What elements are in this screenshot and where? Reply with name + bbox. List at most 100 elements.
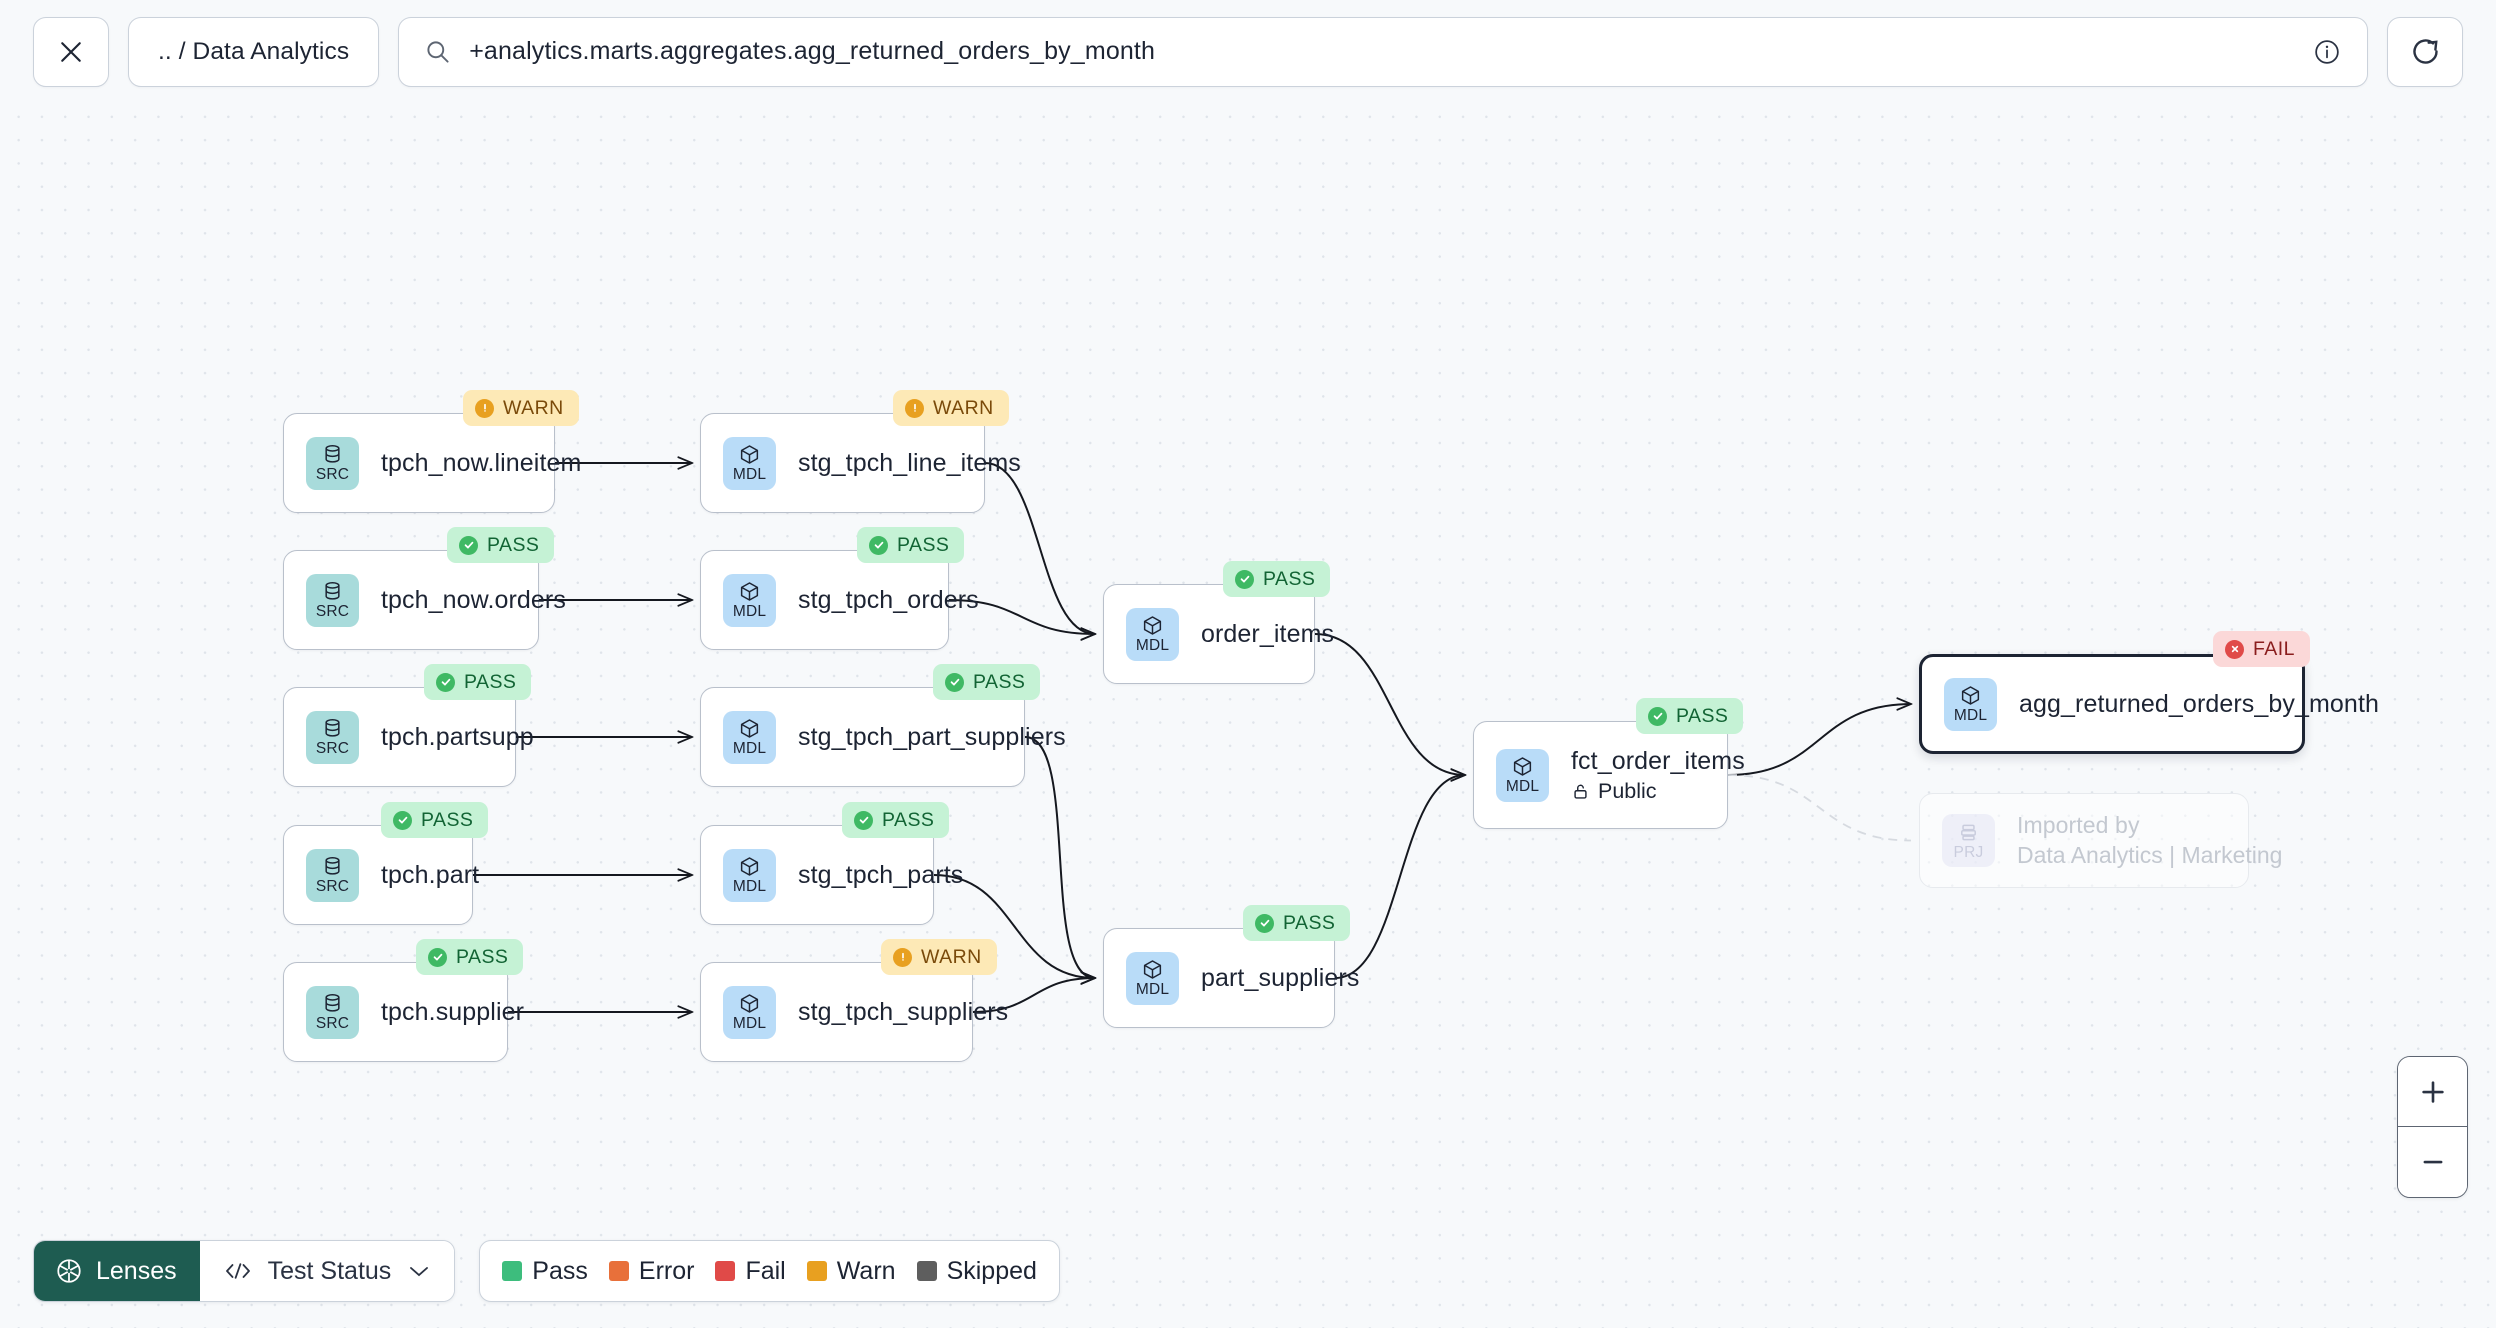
node-label: tpch.supplier bbox=[381, 997, 525, 1026]
node-body: tpch_now.lineitem bbox=[381, 449, 581, 478]
info-icon[interactable] bbox=[2313, 38, 2341, 66]
status-dot-icon bbox=[893, 947, 912, 967]
graph-node-tpch_supplier[interactable]: SRC tpch.supplier bbox=[283, 962, 524, 1062]
status-dot-icon bbox=[2225, 639, 2244, 659]
cube-icon bbox=[740, 582, 759, 602]
status-badge-stg_tpch_orders[interactable]: PASS bbox=[857, 527, 965, 563]
status-badge-label: WARN bbox=[921, 945, 982, 968]
node-type-chip-src: SRC bbox=[306, 573, 359, 627]
legend-item-pass[interactable]: Pass bbox=[502, 1257, 588, 1286]
close-button[interactable] bbox=[33, 16, 109, 87]
legend-label: Fail bbox=[745, 1256, 786, 1285]
lenses-button[interactable]: Lenses bbox=[34, 1241, 200, 1301]
status-badge-part_suppliers[interactable]: PASS bbox=[1243, 905, 1351, 941]
status-badge-tpch_supplier[interactable]: PASS bbox=[416, 939, 524, 975]
status-badge-stg_tpch_part_suppliers[interactable]: PASS bbox=[933, 664, 1041, 700]
test-status-dropdown[interactable]: Test Status bbox=[199, 1241, 455, 1301]
unlock-icon bbox=[1574, 784, 1587, 799]
legend-item-skipped[interactable]: Skipped bbox=[916, 1257, 1037, 1286]
node-visibility-label: Public bbox=[1598, 778, 1657, 803]
zoom-in-button[interactable] bbox=[2398, 1057, 2467, 1127]
node-subtitle: Data Analytics | Marketing bbox=[2017, 842, 2283, 868]
status-dot-icon bbox=[428, 947, 447, 967]
database-icon bbox=[325, 445, 340, 463]
refresh-button[interactable] bbox=[2387, 16, 2463, 87]
status-badge-stg_tpch_parts[interactable]: PASS bbox=[842, 802, 950, 838]
node-type-code: PRJ bbox=[1953, 843, 1984, 861]
node-type-code: SRC bbox=[315, 878, 350, 896]
status-badge-stg_tpch_line_items[interactable]: WARN bbox=[893, 390, 1009, 426]
node-type-chip-mdl: MDL bbox=[723, 710, 776, 764]
status-badge-tpch_now_orders[interactable]: PASS bbox=[447, 527, 555, 563]
legend-item-fail[interactable]: Fail bbox=[715, 1256, 786, 1286]
status-badge-tpch_partsupp[interactable]: PASS bbox=[424, 664, 532, 700]
code-icon bbox=[225, 1263, 250, 1279]
check-icon bbox=[1260, 919, 1269, 927]
status-badge-label: PASS bbox=[421, 808, 474, 831]
node-label: stg_tpch_parts bbox=[798, 860, 964, 889]
status-badge-label: WARN bbox=[933, 396, 994, 419]
cube-icon bbox=[740, 994, 759, 1014]
node-type-chip-mdl: MDL bbox=[723, 985, 776, 1039]
graph-node-stg_tpch_parts[interactable]: MDL stg_tpch_parts bbox=[700, 825, 963, 925]
status-badge-fct_order_items[interactable]: PASS bbox=[1636, 698, 1744, 734]
legend-item-warn[interactable]: Warn bbox=[806, 1257, 896, 1286]
x-icon bbox=[2231, 645, 2238, 653]
graph-node-stg_tpch_orders[interactable]: MDL stg_tpch_orders bbox=[700, 550, 979, 650]
status-badge-label: FAIL bbox=[2253, 637, 2295, 660]
status-badge-order_items[interactable]: PASS bbox=[1223, 561, 1331, 597]
node-label: stg_tpch_part_suppliers bbox=[798, 722, 1066, 751]
status-badge-label: PASS bbox=[882, 808, 935, 831]
node-body: tpch.partsupp bbox=[381, 723, 534, 752]
graph-node-tpch_part[interactable]: SRC tpch.part bbox=[283, 825, 479, 925]
node-label: tpch.partsupp bbox=[381, 722, 534, 751]
node-type-code: SRC bbox=[315, 740, 350, 758]
test-status-label: Test Status bbox=[267, 1256, 392, 1285]
zoom-out-button[interactable] bbox=[2398, 1127, 2467, 1197]
node-type-chip-src: SRC bbox=[306, 985, 359, 1039]
status-dot-icon bbox=[945, 672, 964, 692]
node-type-code: MDL bbox=[1505, 778, 1540, 796]
breadcrumb[interactable]: .. / Data Analytics bbox=[128, 16, 380, 87]
status-badge-agg_returned_orders_by_month[interactable]: FAIL bbox=[2213, 631, 2310, 667]
node-type-chip-mdl: MDL bbox=[1944, 677, 1997, 731]
status-badge-stg_tpch_suppliers[interactable]: WARN bbox=[881, 939, 997, 975]
edge-stg_tpch_line_items-to-order_items bbox=[984, 462, 1095, 634]
legend-item-error[interactable]: Error bbox=[608, 1257, 694, 1286]
edge-fct_order_items-to-imported_by_project bbox=[1727, 774, 1912, 842]
node-type-chip-mdl: MDL bbox=[723, 848, 776, 902]
node-label: stg_tpch_orders bbox=[798, 585, 979, 614]
edge-order_items-to-fct_order_items bbox=[1314, 633, 1465, 775]
status-badge-tpch_part[interactable]: PASS bbox=[381, 802, 489, 838]
status-dot-icon bbox=[475, 398, 494, 418]
node-body: stg_tpch_parts bbox=[798, 861, 963, 890]
status-dot-icon bbox=[1235, 569, 1254, 589]
node-body: tpch.supplier bbox=[381, 998, 524, 1027]
status-badge-label: PASS bbox=[973, 670, 1026, 693]
edge-layer bbox=[473, 103, 2496, 1328]
search-bar[interactable]: +analytics.marts.aggregates.agg_returned… bbox=[398, 16, 2368, 87]
node-body: tpch.part bbox=[381, 861, 479, 890]
search-input[interactable]: +analytics.marts.aggregates.agg_returned… bbox=[469, 37, 1156, 65]
node-type-code: MDL bbox=[732, 603, 767, 621]
top-toolbar: .. / Data Analytics +analytics.marts.agg… bbox=[0, 0, 2496, 103]
graph-node-tpch_partsupp[interactable]: SRC tpch.partsupp bbox=[283, 687, 534, 787]
node-visibility: Public bbox=[1571, 779, 1745, 804]
status-badge-tpch_now_lineitem[interactable]: WARN bbox=[463, 390, 579, 426]
node-body: order_items bbox=[1201, 620, 1334, 649]
legend-swatch-icon bbox=[715, 1261, 736, 1281]
node-type-chip-mdl: MDL bbox=[723, 573, 776, 627]
status-legend: Pass Error Fail Warn Skipped bbox=[479, 1240, 1060, 1302]
graph-node-stg_tpch_part_suppliers[interactable]: MDL stg_tpch_part_suppliers bbox=[700, 687, 1066, 787]
